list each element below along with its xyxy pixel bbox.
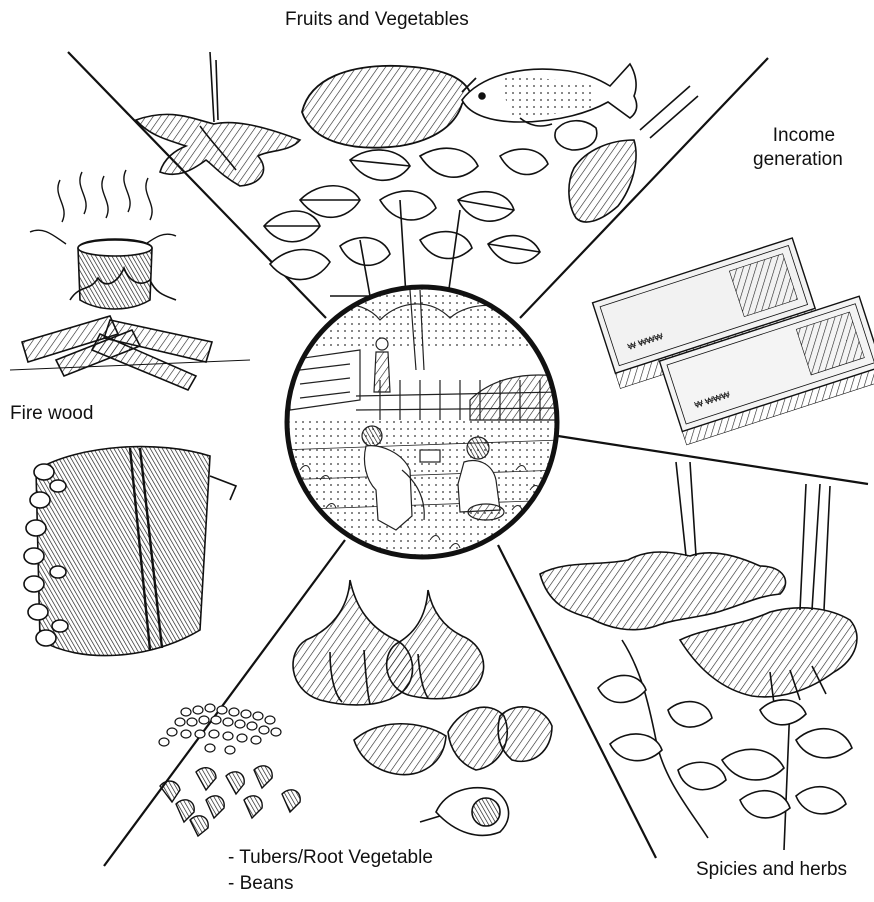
garlic-bulb-icon (293, 580, 484, 705)
shallot-icon (354, 707, 552, 836)
sweet-potato-icon (302, 66, 476, 148)
cloves-icon (160, 766, 300, 836)
banknotes-icon: ₩ ₩₩₩ ₩ ₩₩₩ (593, 238, 874, 445)
firewood-bundle-icon (24, 447, 236, 656)
beans-pile-icon (159, 704, 281, 754)
ginger-root-icon (540, 462, 857, 704)
label-income-generation: Income generation (765, 124, 843, 172)
label-spices-herbs: Spicies and herbs (696, 858, 847, 882)
label-tubers-root-vegetable: - Tubers/Root Vegetable (228, 846, 433, 870)
label-beans: - Beans (228, 872, 293, 896)
label-income-line1: Income (765, 124, 843, 148)
cassava-root-icon (136, 52, 300, 186)
fish-icon (462, 64, 637, 126)
home-garden-scene-icon (278, 287, 570, 570)
label-fire-wood: Fire wood (10, 402, 93, 426)
label-fruits-vegetables: Fruits and Vegetables (285, 8, 469, 32)
label-income-line2: generation (753, 148, 843, 172)
vegetable-leaves-icon (264, 148, 548, 296)
